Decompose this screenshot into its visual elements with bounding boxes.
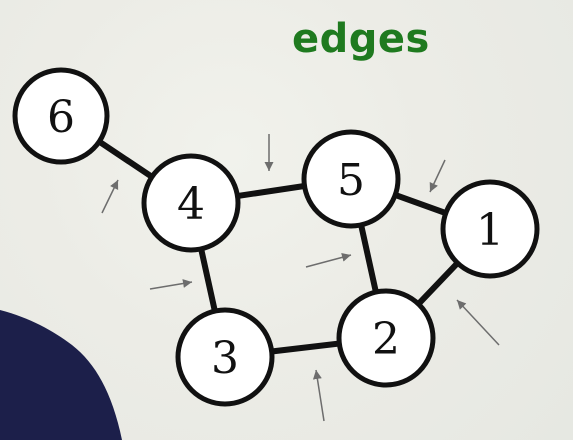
node-label: 1 [476, 205, 504, 256]
node-label: 3 [211, 333, 239, 384]
slide-title: edges [292, 16, 430, 62]
annotation-arrow-icon [149, 279, 193, 290]
node-1: 1 [440, 179, 540, 279]
node-5: 5 [301, 129, 401, 229]
nodes-layer: 6 4 5 1 3 2 [12, 67, 540, 407]
annotation-arrows-layer [101, 134, 500, 422]
node-label: 2 [372, 314, 400, 365]
node-label: 4 [177, 179, 205, 230]
node-label: 5 [337, 155, 365, 206]
annotation-arrow-icon [101, 179, 119, 214]
node-circle [301, 129, 401, 229]
node-circle [175, 307, 275, 407]
node-6: 6 [12, 67, 110, 165]
presenter-silhouette [0, 310, 122, 440]
annotation-arrow-icon [429, 159, 446, 193]
node-circle [12, 67, 110, 165]
annotation-arrow-icon [456, 299, 500, 346]
node-4: 4 [141, 153, 241, 253]
node-circle [336, 288, 436, 388]
node-circle [440, 179, 540, 279]
node-3: 3 [175, 307, 275, 407]
node-circle [141, 153, 241, 253]
annotation-arrow-icon [305, 252, 352, 268]
annotation-arrow-icon [312, 369, 325, 422]
node-2: 2 [336, 288, 436, 388]
node-label: 6 [47, 92, 75, 143]
